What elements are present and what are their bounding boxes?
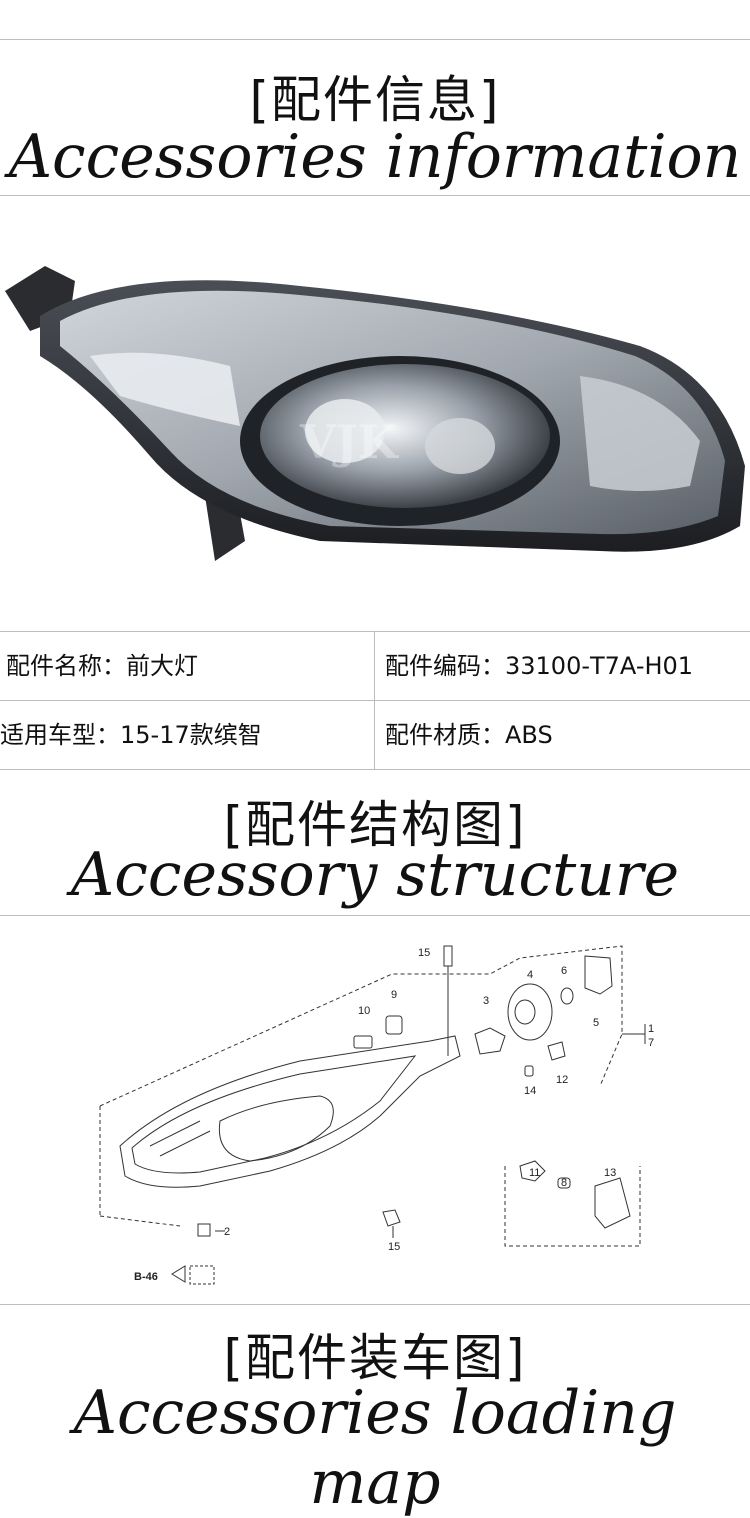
label-15a: 15 (418, 947, 430, 959)
part-code: 配件编码：33100-T7A-H01 (385, 652, 694, 680)
watermark-text: VJK (299, 415, 399, 469)
section2-bottom-divider (0, 915, 750, 916)
label-14: 14 (524, 1085, 536, 1097)
label-13: 13 (604, 1167, 616, 1179)
label-2: 2 (224, 1226, 230, 1238)
label-4: 4 (527, 969, 533, 981)
info-bottom-divider (0, 769, 750, 770)
label-1: 1 (648, 1023, 654, 1035)
label-7: 7 (648, 1037, 654, 1049)
part-name: 配件名称：前大灯 (6, 652, 198, 680)
section-title-cn-loading: [配件装车图] (223, 1329, 527, 1387)
section-title-en-info: Accessories information (8, 122, 742, 192)
section-title-en-structure: Accessory structure (70, 840, 680, 910)
info-top-divider (0, 631, 750, 632)
label-12: 12 (556, 1074, 568, 1086)
parts-diagram: 15 9 10 3 4 6 5 1 7 12 14 11 8 13 2 15 B… (0, 916, 750, 1304)
fit-model: 适用车型：15-17款缤智 (0, 721, 262, 749)
label-ref-b46: B-46 (134, 1271, 158, 1283)
parts-diagram-svg: 15 9 10 3 4 6 5 1 7 12 14 11 8 13 2 15 B… (99, 945, 654, 1285)
section3-top-divider (0, 1304, 750, 1305)
part-material: 配件材质：ABS (385, 721, 553, 749)
label-8: 8 (561, 1177, 567, 1189)
label-6: 6 (561, 965, 567, 977)
section-title-cn-info: [配件信息] (249, 71, 501, 129)
section1-bottom-divider (0, 195, 750, 196)
label-15b: 15 (388, 1241, 400, 1253)
label-9: 9 (391, 989, 397, 1001)
top-divider (0, 39, 750, 40)
label-3: 3 (483, 995, 489, 1007)
label-10: 10 (358, 1005, 370, 1017)
headlamp-photo: VJK (0, 196, 750, 631)
headlamp-illustration: VJK (5, 266, 745, 561)
info-middle-divider (0, 700, 750, 701)
section-title-en-loading: Accessories loading map (73, 1378, 677, 1518)
section-title-cn-structure: [配件结构图] (223, 796, 527, 854)
label-11: 11 (529, 1167, 540, 1179)
label-5: 5 (593, 1017, 599, 1029)
